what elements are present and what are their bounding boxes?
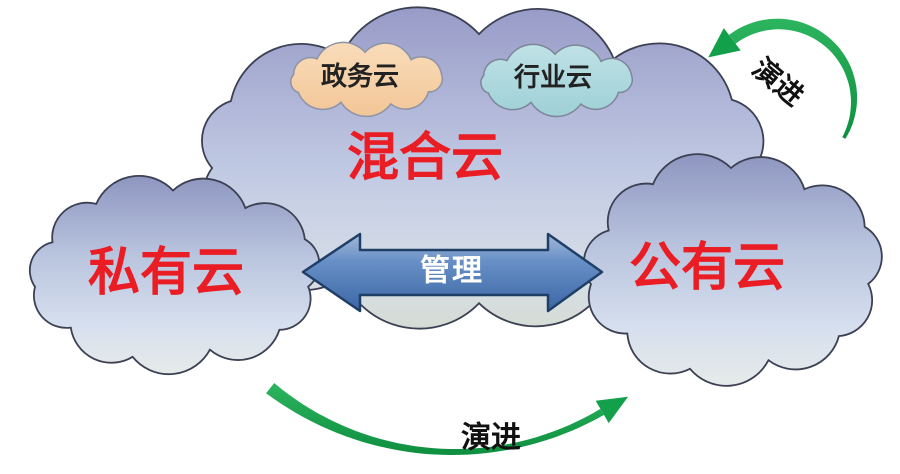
government-cloud-shape (290, 41, 443, 118)
manage-double-arrow (301, 232, 604, 313)
private-cloud-shape (28, 175, 321, 376)
public-cloud-label: 公有云 (629, 238, 785, 298)
evolution-arc-bottom (266, 383, 604, 455)
public-cloud-shape (582, 153, 883, 387)
industry-cloud-label: 行业云 (513, 62, 592, 93)
hybrid-cloud-label: 混合云 (347, 128, 503, 188)
industry-cloud-shape (480, 43, 633, 118)
evolution-label-bottom: 演进 (461, 421, 521, 456)
evolution-arc-top (729, 18, 858, 139)
evolution-arrowhead-bottom-icon (595, 396, 629, 424)
private-cloud-label: 私有云 (88, 243, 244, 303)
manage-arrow-label: 管理 (420, 254, 484, 289)
evolution-label-top: 演进 (746, 51, 810, 112)
government-cloud-label: 政务云 (321, 61, 399, 92)
evolution-arrowhead-top-icon (708, 28, 741, 58)
